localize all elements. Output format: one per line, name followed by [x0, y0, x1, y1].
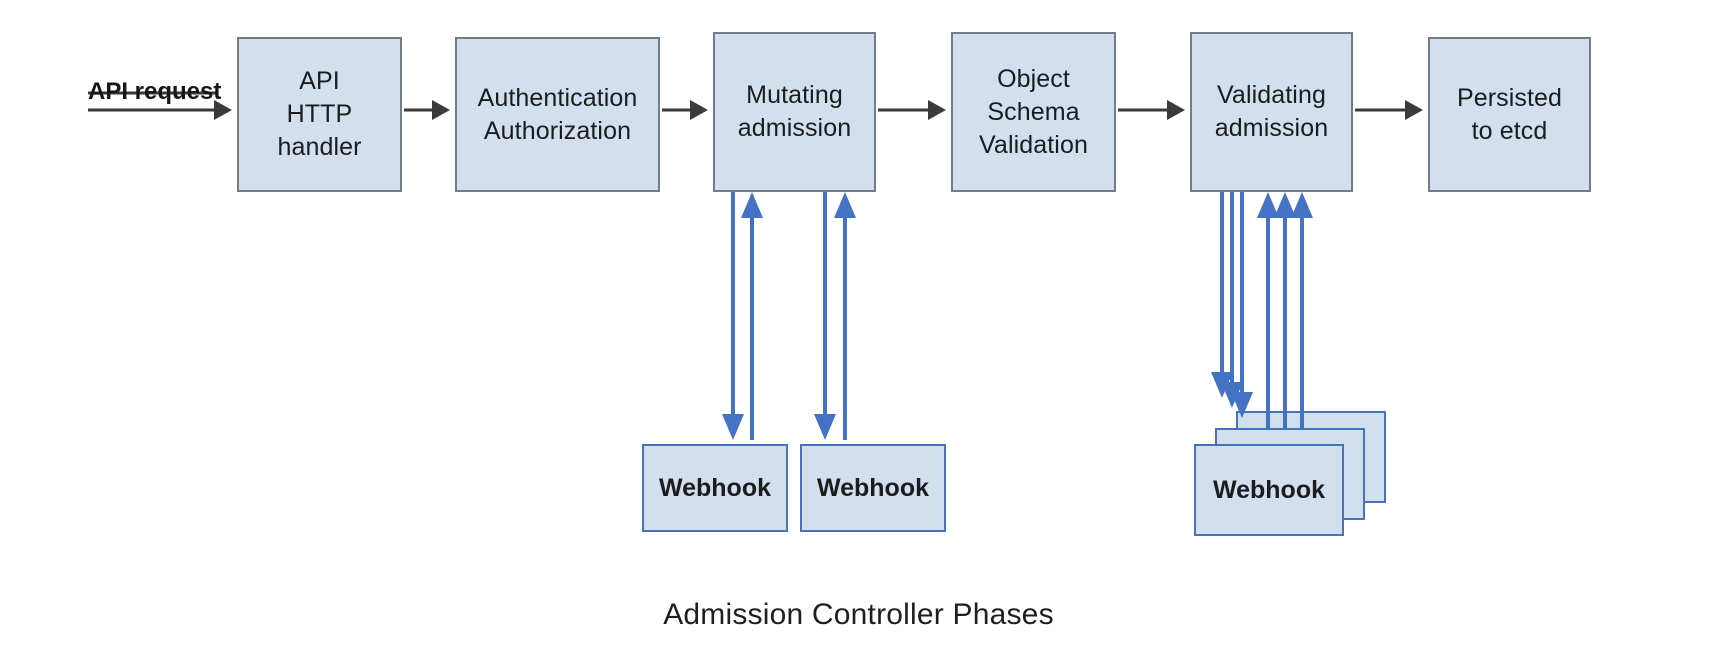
phase-box-mutating-admission: Mutating admission: [713, 32, 876, 192]
webhook-label: Webhook: [816, 473, 930, 502]
phase-box-label: Persisted to etcd: [1456, 83, 1563, 145]
phase-box-validating-admission: Validating admission: [1190, 32, 1353, 192]
diagram-caption: Admission Controller Phases: [663, 598, 1054, 631]
phase-box-label: Object Schema Validation: [979, 64, 1088, 159]
webhook-box-mutating-webhook-1: Webhook: [642, 444, 788, 532]
phase-box-label: Validating admission: [1214, 81, 1329, 142]
phase-box-label: Authentication Authorization: [477, 83, 638, 145]
phase-box-label: API HTTP handler: [277, 67, 362, 161]
api-request-label: API request: [88, 78, 222, 105]
phase-box-persisted-to-etcd: Persisted to etcd: [1428, 37, 1591, 192]
webhook-box-validating-webhook-1: Webhook: [1194, 444, 1344, 536]
phase-box-authn-authz: Authentication Authorization: [455, 37, 660, 192]
phase-box-object-schema-validation: Object Schema Validation: [951, 32, 1116, 192]
webhook-box-mutating-webhook-2: Webhook: [800, 444, 946, 532]
phase-box-label: Mutating admission: [737, 81, 852, 142]
phase-box-api-http-handler: API HTTP handler: [237, 37, 402, 192]
webhook-label: Webhook: [1212, 475, 1326, 504]
webhook-label: Webhook: [658, 473, 772, 502]
